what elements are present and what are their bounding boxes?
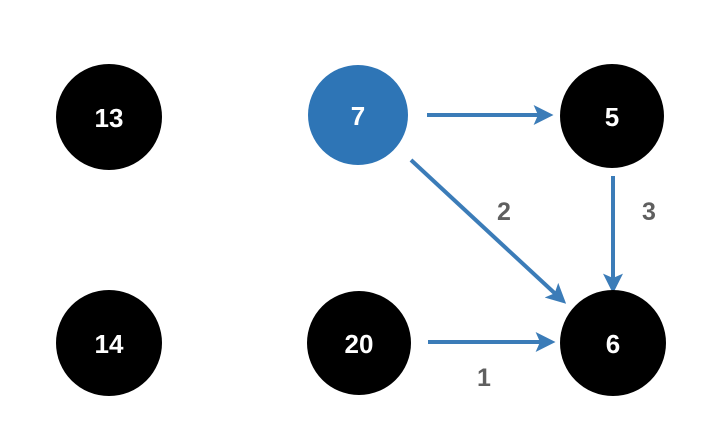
graph-node-13[interactable]: 13 bbox=[56, 64, 162, 170]
node-circle-20[interactable] bbox=[307, 291, 411, 395]
graph-node-20[interactable]: 20 bbox=[307, 291, 411, 395]
graph-node-6[interactable]: 6 bbox=[560, 290, 666, 396]
node-circle-6[interactable] bbox=[560, 290, 666, 396]
node-circle-7[interactable] bbox=[308, 65, 408, 165]
edge-weight-label-20-to-6: 1 bbox=[477, 364, 491, 392]
graph-node-7[interactable]: 7 bbox=[308, 65, 408, 165]
graph-node-5[interactable]: 5 bbox=[560, 64, 664, 168]
edge-weight-label-7-to-6: 2 bbox=[497, 198, 511, 226]
graph-edge-7-to-6[interactable] bbox=[409, 158, 567, 304]
node-circle-5[interactable] bbox=[560, 64, 664, 168]
node-circle-13[interactable] bbox=[56, 64, 162, 170]
edge-weight-label-5-to-6: 3 bbox=[642, 198, 656, 226]
edges-layer bbox=[409, 105, 623, 352]
node-circle-14[interactable] bbox=[56, 290, 162, 396]
graph-node-14[interactable]: 14 bbox=[56, 290, 162, 396]
